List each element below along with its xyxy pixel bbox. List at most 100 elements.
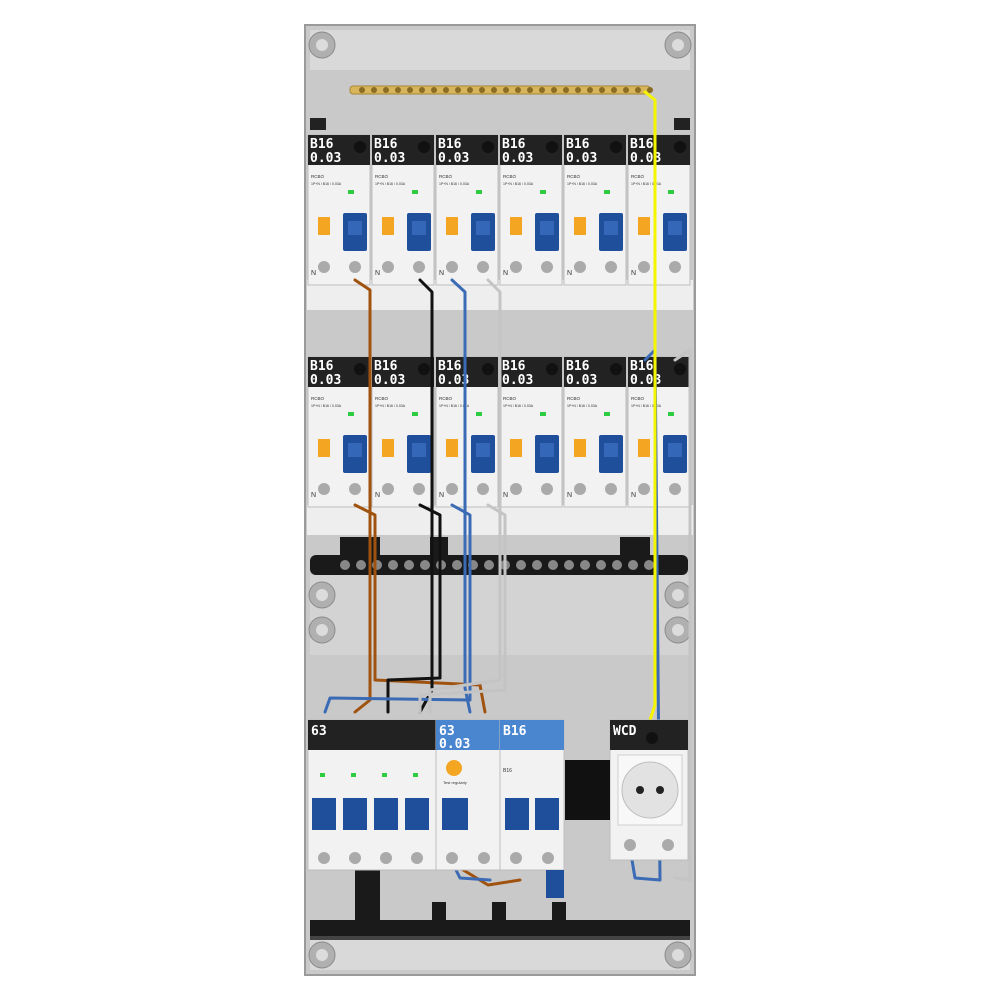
test-handle[interactable] <box>510 439 522 457</box>
busbar-terminal <box>340 560 350 570</box>
module-type: RCBO <box>567 396 581 401</box>
busbar-terminal <box>548 560 558 570</box>
earth-bar-hole <box>599 87 605 93</box>
module-type: RCBO <box>567 174 581 179</box>
test-handle[interactable] <box>318 439 330 457</box>
test-handle[interactable] <box>446 439 458 457</box>
socket-face[interactable] <box>621 761 679 819</box>
module-type: RCBO <box>311 396 325 401</box>
module-sensitivity: 0.03 <box>310 373 341 388</box>
header-screw <box>482 141 494 153</box>
main-switch-pole[interactable] <box>374 798 398 830</box>
rcd-test-button[interactable] <box>446 760 462 776</box>
terminal-screw <box>605 261 617 273</box>
terminal-screw <box>542 852 554 864</box>
mcb-toggle[interactable] <box>535 798 559 830</box>
din-rail-3 <box>565 760 610 820</box>
module-sensitivity: 0.03 <box>310 151 341 166</box>
rcd-rating: 63 <box>439 724 455 739</box>
wire-blue-4 <box>453 866 492 882</box>
terminal-screw <box>669 483 681 495</box>
test-handle[interactable] <box>318 217 330 235</box>
earth-bar-hole <box>587 87 593 93</box>
test-handle[interactable] <box>382 439 394 457</box>
toggle-lever <box>604 221 618 235</box>
module-rating: B16 <box>374 359 398 374</box>
module-rating: B16 <box>310 359 334 374</box>
screws <box>308 31 692 969</box>
wire-brown-1 <box>353 278 372 714</box>
header-screw <box>610 363 622 375</box>
earth-bar-hole <box>563 87 569 93</box>
top-cover <box>310 30 690 70</box>
main-switch-pole[interactable] <box>343 798 367 830</box>
status-indicator <box>412 190 418 194</box>
earth-bar-hole <box>359 87 365 93</box>
module-sensitivity: 0.03 <box>630 373 661 388</box>
wire-yellow-earth <box>643 90 657 722</box>
header-screw <box>482 363 494 375</box>
busbar-terminal <box>388 560 398 570</box>
toggle-lever <box>476 443 490 457</box>
earth-bar-hole <box>443 87 449 93</box>
rcd-sensitivity: 0.03 <box>439 737 470 752</box>
wire-grey-3 <box>673 348 692 882</box>
toggle-lever <box>412 443 426 457</box>
main-switch-pole[interactable] <box>312 798 336 830</box>
terminal-screw <box>510 483 522 495</box>
busbar-terminal <box>452 560 462 570</box>
earth-bar-hole <box>431 87 437 93</box>
mcb-model: B16 <box>503 768 512 774</box>
terminal-screw <box>349 261 361 273</box>
module-spec: 1P+N / B16 / 0.03A <box>439 404 470 408</box>
terminal-screw <box>411 852 423 864</box>
earth-bar-hole <box>503 87 509 93</box>
terminal-screw <box>382 483 394 495</box>
module-spec: 1P+N / B16 / 0.03A <box>375 182 406 186</box>
test-handle[interactable] <box>446 217 458 235</box>
module-spec: 1P+N / B16 / 0.03A <box>503 182 534 186</box>
socket-module[interactable]: WCD <box>609 719 689 861</box>
header-screw <box>546 141 558 153</box>
module-rating: B16 <box>566 359 590 374</box>
test-handle[interactable] <box>638 217 650 235</box>
test-handle[interactable] <box>510 217 522 235</box>
rcd-toggle[interactable] <box>442 798 468 830</box>
test-handle[interactable] <box>574 439 586 457</box>
cable-cover <box>546 870 564 898</box>
status-indicator <box>668 412 674 416</box>
earth-bar-hole <box>407 87 413 93</box>
terminal-screw <box>318 261 330 273</box>
main-switch-pole[interactable] <box>405 798 429 830</box>
mcb-toggle[interactable] <box>505 798 529 830</box>
main-switch[interactable]: 63 <box>307 719 437 871</box>
module-rating: B16 <box>374 137 398 152</box>
test-handle[interactable] <box>382 217 394 235</box>
test-handle[interactable] <box>574 217 586 235</box>
status-indicator <box>320 773 325 777</box>
terminal-screw <box>574 261 586 273</box>
busbar-terminal <box>596 560 606 570</box>
module-sensitivity: 0.03 <box>502 151 533 166</box>
terminal-screw <box>638 261 650 273</box>
module-spec: 1P+N / B16 / 0.03A <box>631 182 662 186</box>
screw-head <box>316 39 328 51</box>
status-indicator <box>604 190 610 194</box>
test-handle[interactable] <box>638 439 650 457</box>
earth-bar-hole <box>551 87 557 93</box>
